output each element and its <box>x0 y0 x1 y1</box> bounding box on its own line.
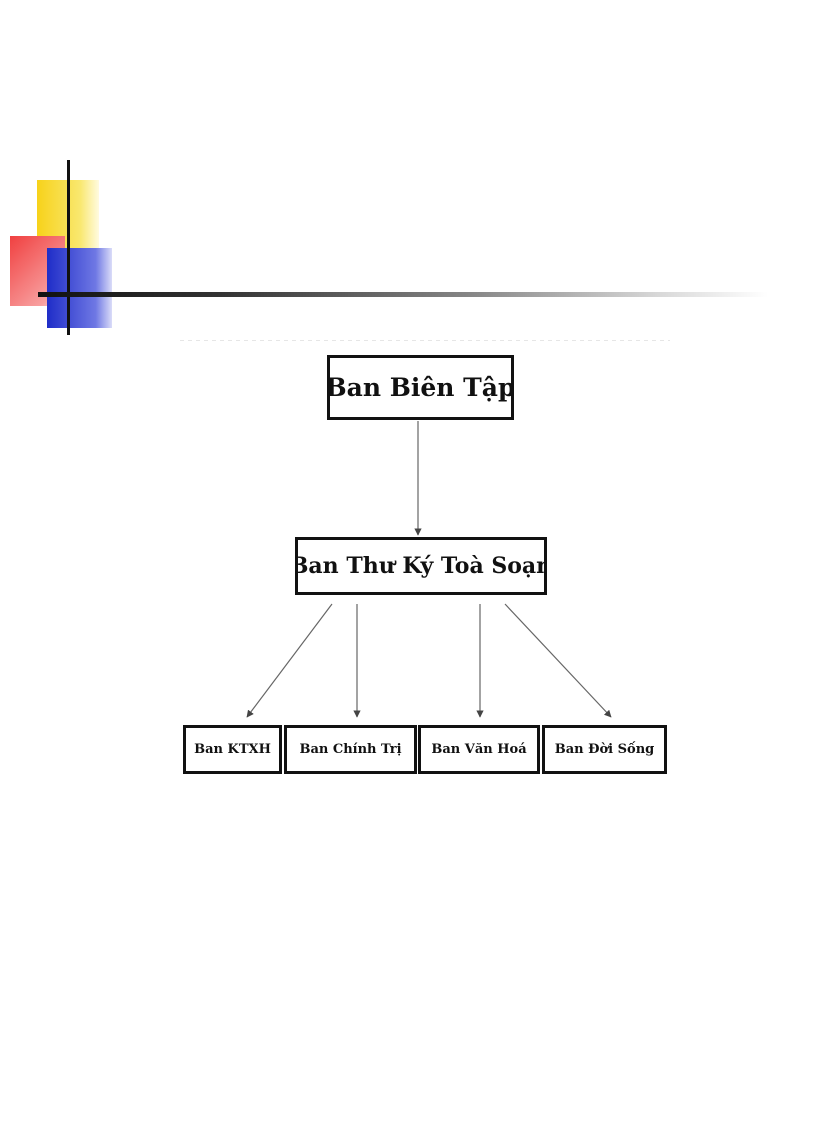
ornament-vertical-line <box>67 160 70 335</box>
node-ban-thu-ky-toa-soan: Ban Thư Ký Toà Soạn <box>295 537 547 595</box>
node-label: Ban Văn Hoá <box>431 742 527 757</box>
edge-secretariat-to-doi-song <box>504 603 612 718</box>
node-ban-chinh-tri: Ban Chính Trị <box>284 725 417 774</box>
ornament-blue-square <box>47 248 112 328</box>
node-label: Ban Chính Trị <box>299 742 402 757</box>
node-ban-bien-tap: Ban Biên Tập <box>327 355 514 420</box>
faint-divider <box>180 340 670 341</box>
node-label: Ban Thư Ký Toà Soạn <box>295 553 547 579</box>
node-label: Ban Đời Sống <box>554 742 655 757</box>
node-ban-doi-song: Ban Đời Sống <box>542 725 667 774</box>
title-underline <box>38 292 768 297</box>
node-ban-van-hoa: Ban Văn Hoá <box>418 725 540 774</box>
node-label: Ban KTXH <box>194 742 271 757</box>
edge-secretariat-to-ktxh <box>246 603 333 718</box>
node-ban-ktxh: Ban KTXH <box>183 725 282 774</box>
node-label: Ban Biên Tập <box>327 373 514 402</box>
